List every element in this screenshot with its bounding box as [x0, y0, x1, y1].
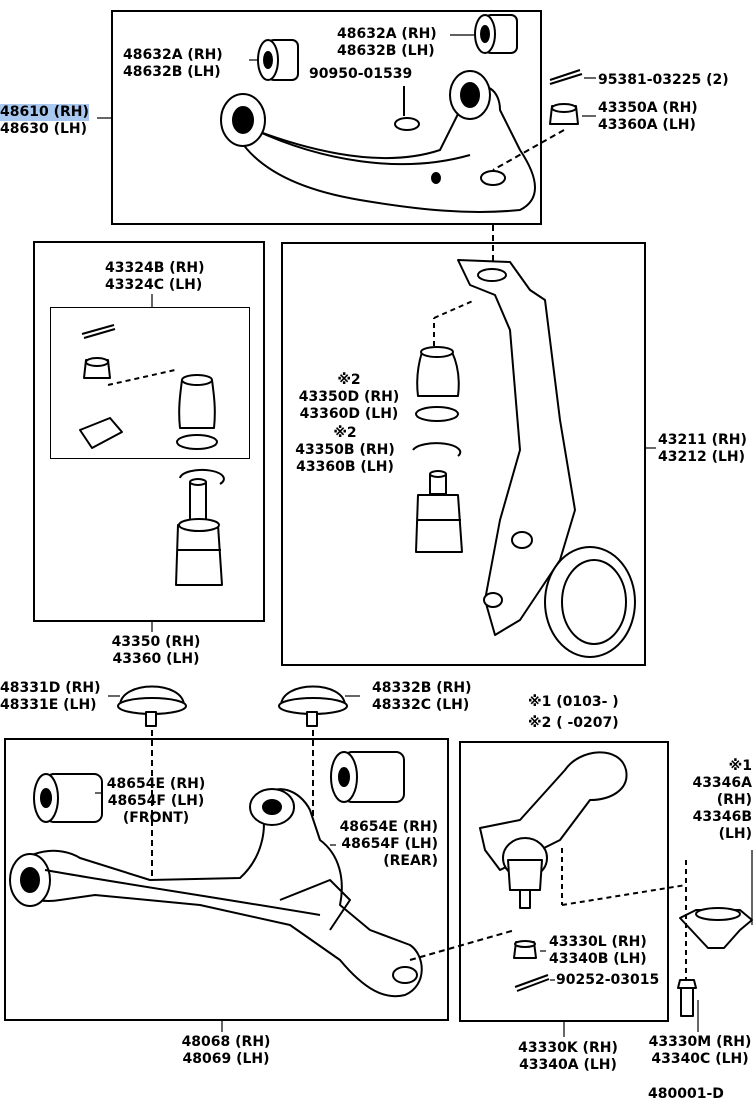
boot-left-label: 48331D (RH) 48331E (LH)	[0, 680, 101, 713]
lower-ball-box	[459, 741, 669, 1022]
lower-ball-cover-label: ※1 43346A (RH) 43346B (LH)	[692, 758, 752, 842]
lower-bolt-label: 43330M (RH) 43340C (LH)	[648, 1034, 752, 1067]
lower-ball-joint-label: 43330K (RH) 43340A (LH)	[518, 1040, 618, 1073]
lower-cotter-shape	[514, 974, 550, 992]
kit-boot-shape	[178, 374, 216, 429]
leader-lines	[95, 34, 753, 1037]
knuckle-box	[281, 242, 646, 666]
ball-joint-d-label: ※2 43350D (RH) 43360D (LH)	[298, 372, 400, 422]
ball-joint-b-label: ※2 43350B (RH) 43360B (LH)	[295, 425, 395, 475]
plug-label: 90950-01539	[309, 66, 413, 82]
kit-grease-shape	[79, 417, 123, 449]
knuckle-label: 43211 (RH) 43212 (LH)	[658, 432, 747, 465]
upper-bushing-left-shape	[257, 39, 299, 81]
cotter-pin-top-label: 95381-03225 (2)	[598, 72, 729, 88]
lower-nut-label: 43330L (RH) 43340B (LH)	[549, 934, 647, 967]
boot-right-label: 48332B (RH) 48332C (LH)	[372, 680, 472, 713]
note-2: ※2 ( -0207)	[528, 715, 619, 731]
kit-nut-shape	[83, 357, 111, 379]
lower-ball-joint-shape	[479, 751, 628, 909]
lower-arm-label: 48068 (RH) 48069 (LH)	[181, 1034, 271, 1067]
kit-cotter-shape	[81, 324, 116, 339]
cotter-pin-shape	[549, 69, 583, 85]
knuckle-shape	[457, 259, 636, 658]
upper-ball-joint-label: 43350 (RH) 43360 (LH)	[111, 634, 201, 667]
lower-control-arm-shape	[9, 788, 423, 998]
upper-control-arm-shape	[220, 70, 536, 213]
upper-ball-joint-shape	[175, 478, 223, 586]
upper-bushing-left-label: 48632A (RH) 48632B (LH)	[123, 47, 223, 80]
boot-right-shape	[278, 685, 348, 727]
lower-arm-box	[4, 738, 449, 1021]
upper-ball-kit-box	[33, 241, 265, 622]
ball-joint-b-shape	[415, 470, 463, 553]
upper-bushing-right-shape	[474, 14, 518, 54]
lower-cotter-label: 90252-03015	[556, 972, 660, 988]
lower-bolt-shape	[677, 979, 697, 1017]
lower-nut-shape	[513, 940, 537, 959]
lower-bushing-rear-shape	[330, 751, 405, 803]
upper-ball-inner-box	[50, 307, 250, 459]
lower-bushing-rear-label: 48654E (RH) 48654F (LH) (REAR)	[339, 819, 438, 869]
upper-bushing-right-label: 48632A (RH) 48632B (LH)	[337, 26, 437, 59]
castle-nut-shape	[549, 103, 579, 125]
upper-arm-label[interactable]: 48610 (RH) 48630 (LH)	[0, 104, 89, 137]
upper-ball-kit-label: 43324B (RH) 43324C (LH)	[105, 260, 205, 293]
note-1: ※1 (0103- )	[528, 694, 619, 710]
plug-shape	[394, 86, 420, 131]
upper-arm-box	[111, 10, 542, 225]
nut-top-label: 43350A (RH) 43360A (LH)	[598, 100, 698, 133]
boot-left-shape	[117, 685, 187, 727]
lower-ball-cover-shape	[679, 907, 753, 949]
ball-joint-d-shape	[415, 346, 460, 422]
diagram-code: 480001-D	[648, 1086, 724, 1102]
lower-bushing-front-shape	[33, 773, 103, 823]
lower-bushing-front-label: 48654E (RH) 48654F (LH) (FRONT)	[106, 776, 206, 826]
